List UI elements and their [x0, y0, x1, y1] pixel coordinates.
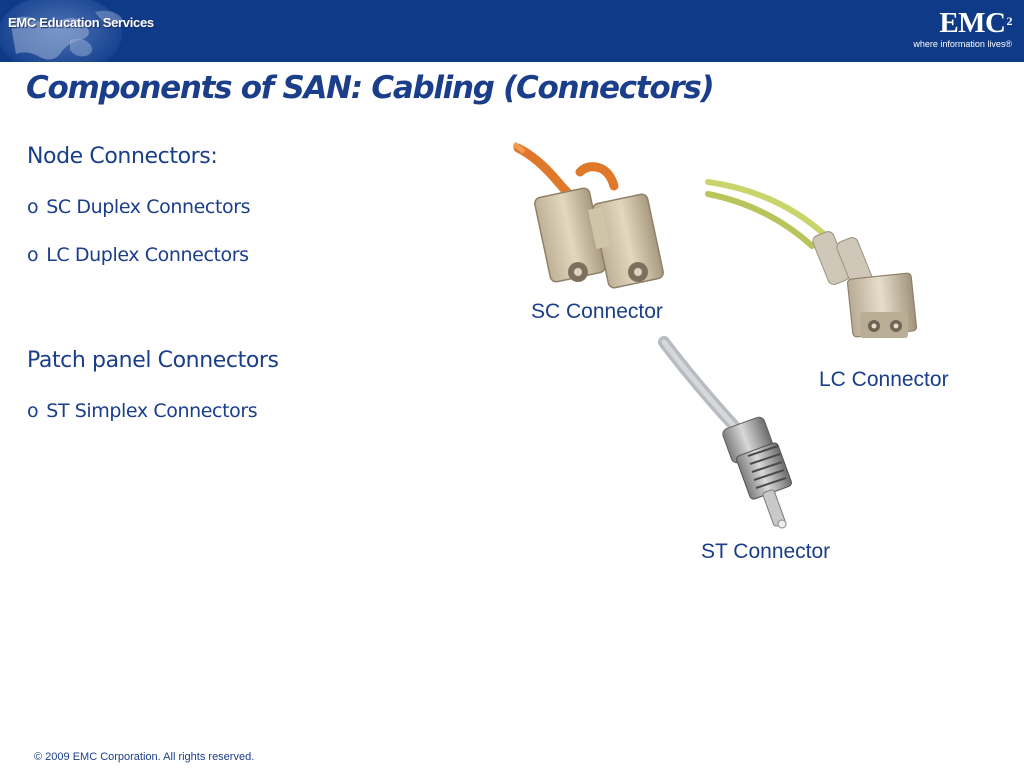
- section-heading-node-connectors: Node Connectors:: [27, 144, 218, 169]
- slide-title: Components of SAN: Cabling (Connectors): [26, 70, 715, 106]
- bullet-text: LC Duplex Connectors: [46, 244, 249, 266]
- bullet-marker: o: [27, 400, 39, 422]
- sc-connector-image: [512, 141, 664, 289]
- bullet-text: SC Duplex Connectors: [46, 196, 251, 218]
- section-heading-patch-panel: Patch panel Connectors: [27, 348, 279, 373]
- st-connector-caption: ST Connector: [701, 540, 831, 563]
- bullet-sc-duplex: o SC Duplex Connectors: [27, 196, 251, 218]
- lc-connector-caption: LC Connector: [819, 368, 949, 391]
- bullet-marker: o: [27, 244, 39, 266]
- bullet-text: ST Simplex Connectors: [46, 400, 258, 422]
- globe-icon: [0, 0, 150, 62]
- bullet-lc-duplex: o LC Duplex Connectors: [27, 244, 249, 266]
- copyright-footer: © 2009 EMC Corporation. All rights reser…: [34, 751, 255, 763]
- sc-connector-caption: SC Connector: [531, 300, 663, 323]
- bullet-marker: o: [27, 196, 39, 218]
- st-connector-image: [658, 336, 792, 529]
- emc-brand-name: EMC2: [939, 7, 1012, 39]
- lc-connector-image: [705, 179, 918, 338]
- header-banner: EMC Education Services EMC2 where inform…: [0, 0, 1024, 62]
- emc-tagline: where information lives®: [913, 39, 1012, 49]
- emc-logo: EMC2 where information lives®: [882, 8, 1012, 54]
- bullet-st-simplex: o ST Simplex Connectors: [27, 400, 258, 422]
- education-services-logo-text: EMC Education Services: [8, 15, 154, 30]
